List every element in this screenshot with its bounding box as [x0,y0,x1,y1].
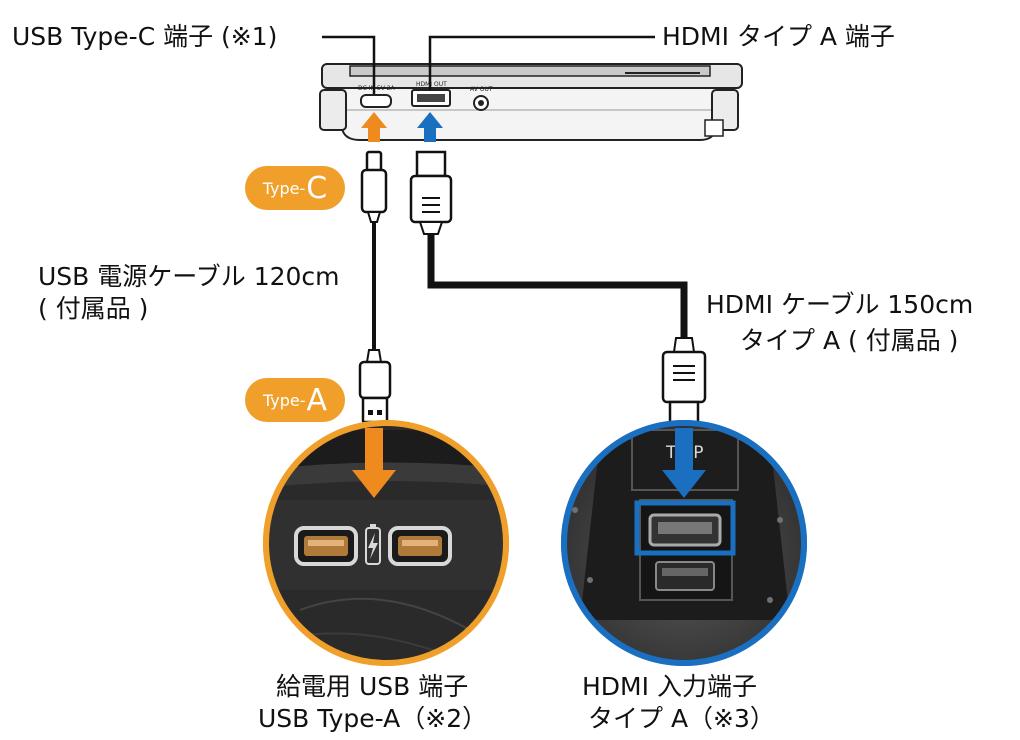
usb-power-port-label-line2: USB Type-A（※2） [258,704,488,733]
hdmi-input-label-line1: HDMI 入力端子 [582,672,757,701]
hdmi-leader-line [428,35,655,90]
hdmi-cable-label-line1: HDMI ケーブル 150cm [706,290,974,319]
type-c-badge: Type-C [245,166,345,210]
hdmi-port-label: HDMI タイプ A 端子 [662,22,895,51]
hdmi-arrow-down [662,428,706,498]
usb-cable-label-line2: ( 付属品 ) [38,294,149,323]
type-c-badge-letter: C [306,170,328,206]
type-a-badge-prefix: Type- [262,390,306,410]
type-a-badge-letter: A [306,382,328,418]
usb-arrow-down [352,428,396,498]
usb-power-port-label-line1: 給電用 USB 端子 [276,672,469,701]
usb-arrow-up [361,112,387,142]
hdmi-cable-label-line2: タイプ A ( 付属品 ) [740,326,959,355]
hdmi-arrow-up [417,112,443,142]
monitor-device [319,63,743,141]
hdmi-input-label-line2: タイプ A（※3） [588,704,775,733]
usb-power-cable [358,150,392,424]
type-c-badge-prefix: Type- [262,178,306,198]
hdmi-cable [409,150,707,428]
hdmi-input-highlight [634,500,736,556]
usb-port-photo [263,420,509,666]
av-out-label: AV OUT [470,86,493,93]
usb-c-port [360,94,392,108]
type-a-badge: Type-A [245,378,345,422]
hdmi-out-label: HDMI OUT [416,81,447,88]
usb-c-leader-line [322,35,376,94]
usb-c-port-label: USB Type-C 端子 (※1) [12,22,278,51]
dc-in-label: DC IN 5V 2A [358,85,396,92]
usb-cable-label-line1: USB 電源ケーブル 120cm [38,262,340,291]
hdmi-port-photo [561,420,807,666]
